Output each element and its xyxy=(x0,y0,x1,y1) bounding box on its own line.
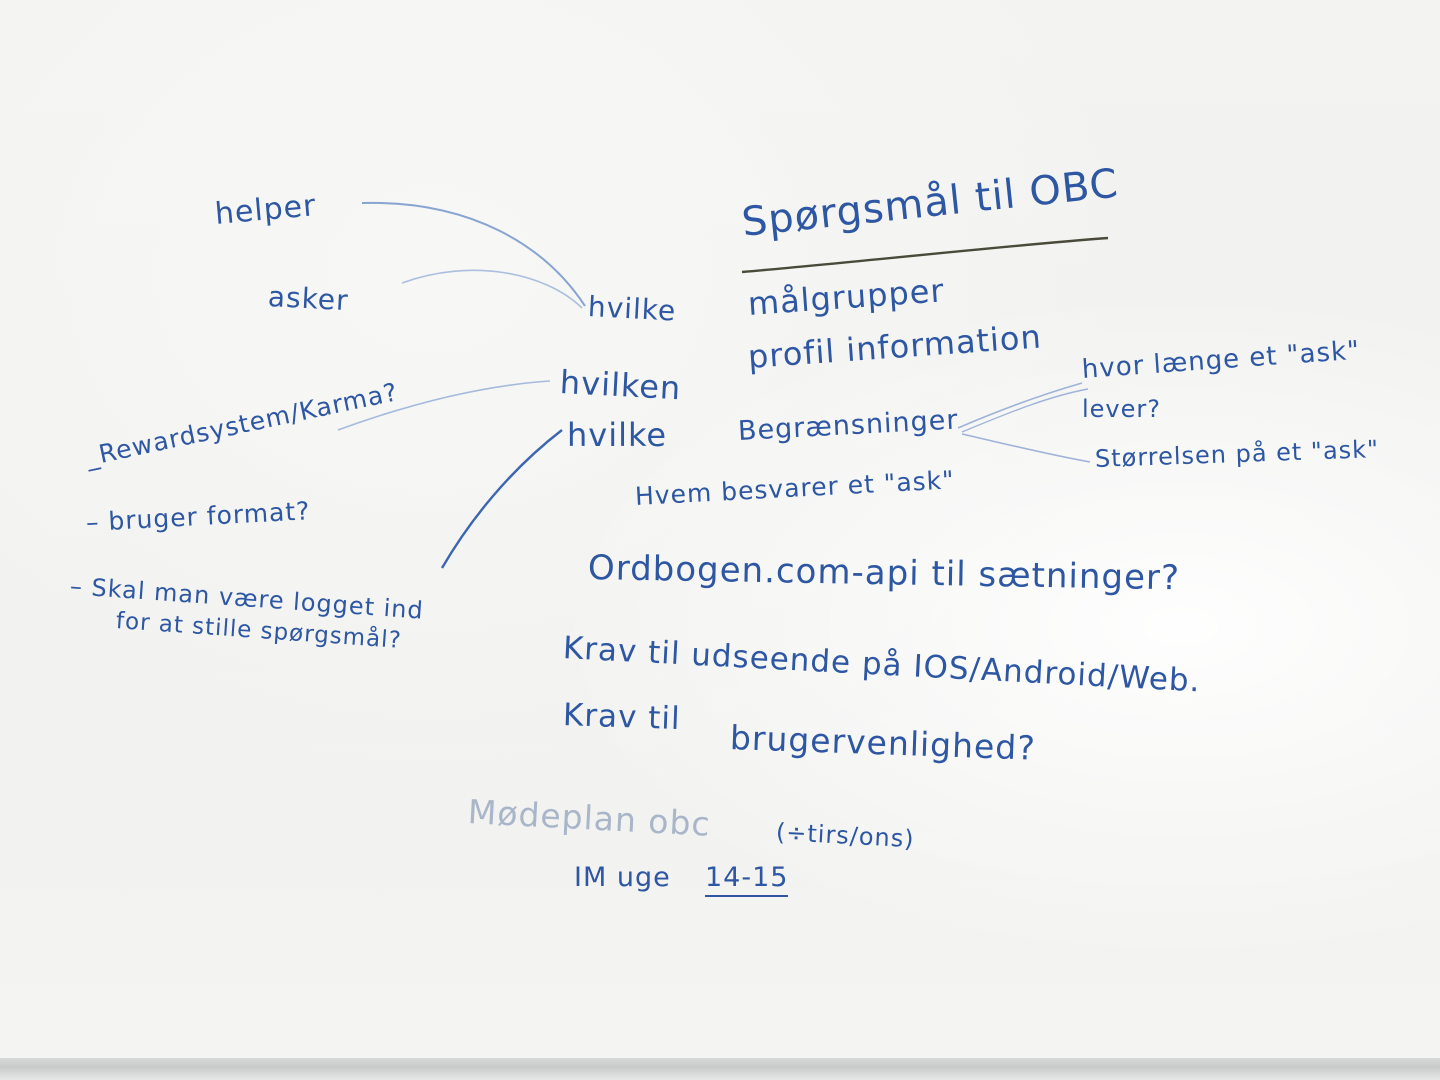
line-asker-to-hvilke xyxy=(401,269,583,309)
note-asker: asker xyxy=(267,280,350,318)
note-krav-prefix: Krav til xyxy=(562,697,682,738)
line-begraensninger-to-storrelsen xyxy=(961,433,1091,463)
line-skal-to-hvilke xyxy=(440,429,563,569)
line-helper-to-hvilke xyxy=(361,201,586,307)
note-weeks: 14-15 xyxy=(705,862,789,897)
note-im-uge: IM uge xyxy=(574,862,671,893)
line-begraensninger-to-hvor xyxy=(957,382,1083,429)
note-hvilke-1: hvilke xyxy=(587,290,678,328)
title-underline xyxy=(741,236,1109,274)
whiteboard-ledge xyxy=(0,1058,1440,1080)
note-hvilke-2: hvilke xyxy=(567,416,668,454)
note-hvor-laenge-line2: lever? xyxy=(1082,395,1162,423)
note-hvilken: hvilken xyxy=(559,363,683,408)
line-reward-to-hvilken xyxy=(337,380,551,431)
